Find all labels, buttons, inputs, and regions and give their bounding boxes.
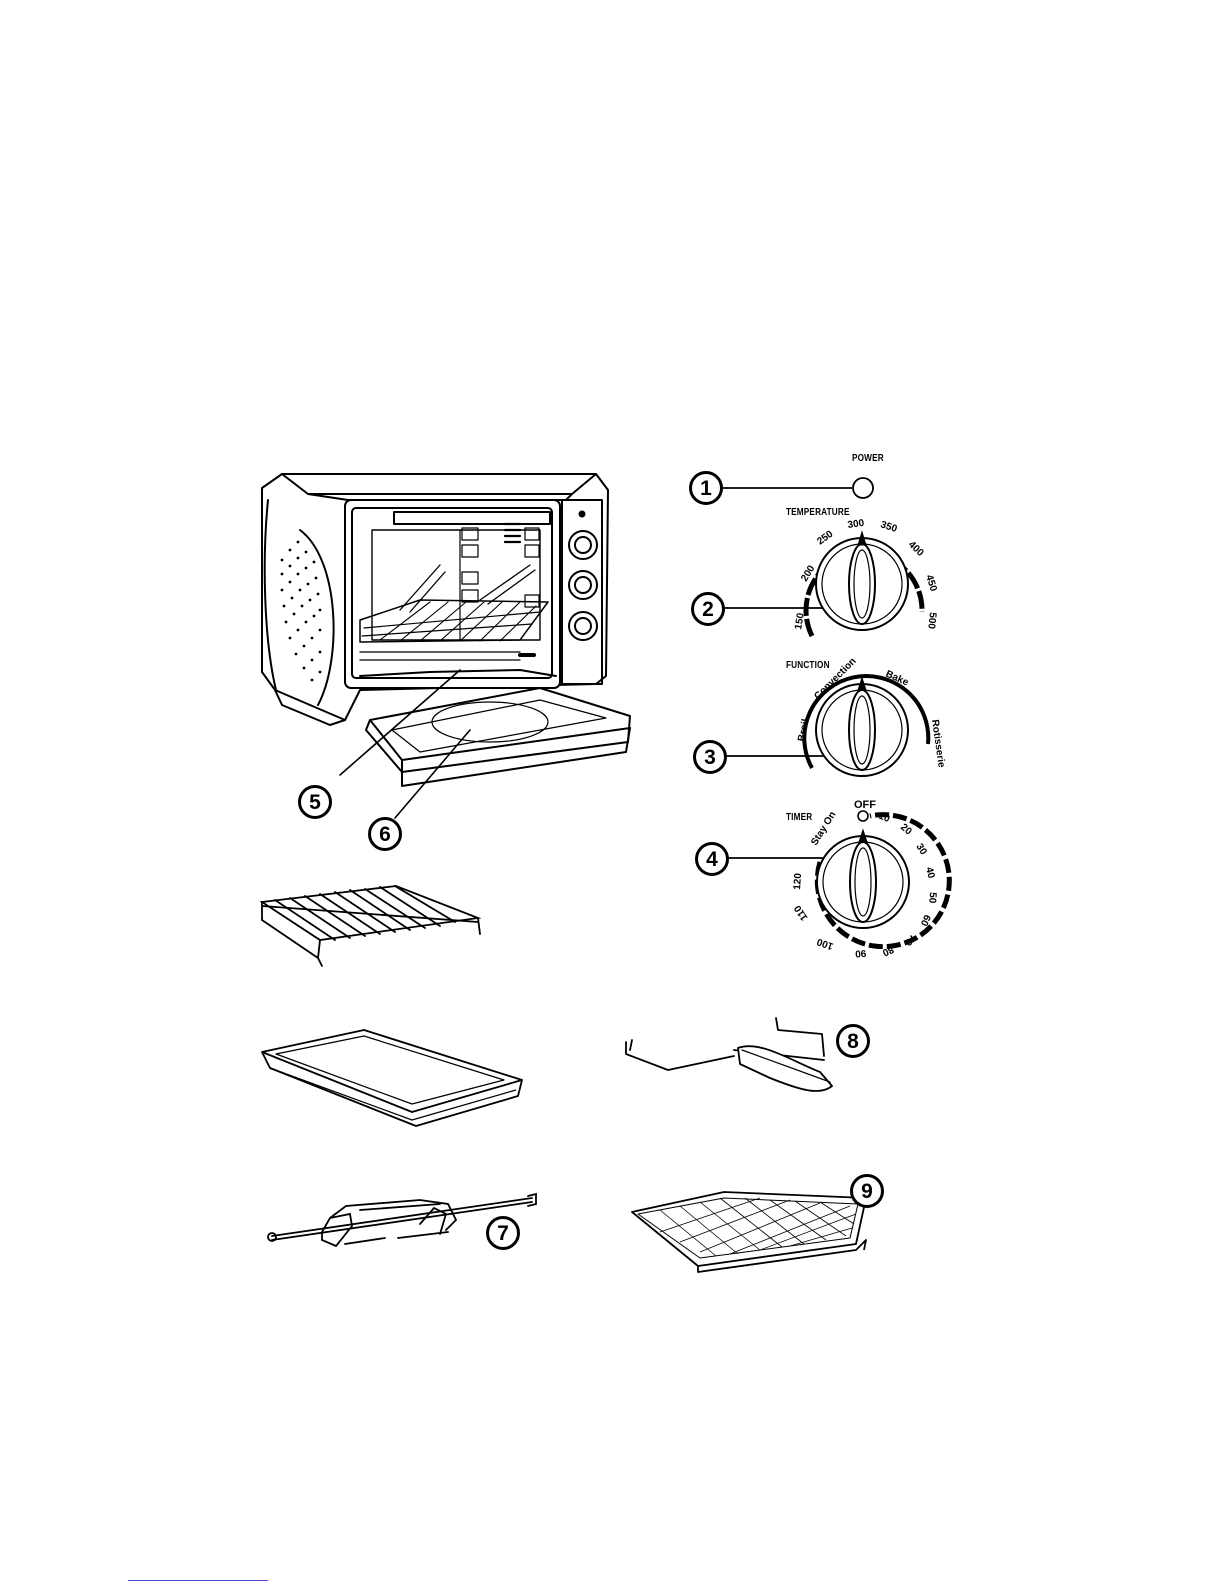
temp-tick-250: 250 [815, 528, 835, 547]
temperature-dial [806, 532, 922, 636]
timer-dial [817, 811, 949, 947]
temperature-label: TEMPERATURE [786, 507, 850, 518]
callout-7: 7 [486, 1216, 520, 1250]
temp-tick-300: 300 [847, 518, 865, 531]
timer-tick-40: 40 [923, 866, 936, 880]
baking-pan-illustration [262, 1030, 522, 1126]
callout-5: 5 [298, 785, 332, 819]
timer-tick-stay-on: Stay On [809, 810, 838, 848]
wire-rack-illustration [262, 886, 480, 966]
temp-tick-400: 400 [906, 539, 926, 559]
callout-2: 2 [691, 592, 725, 626]
callout-8: 8 [836, 1024, 870, 1058]
timer-tick-10: 10 [877, 811, 892, 826]
power-light [853, 478, 873, 498]
temp-tick-350: 350 [879, 519, 899, 535]
power-label: POWER [852, 453, 884, 464]
timer-tick-110: 110 [792, 903, 810, 923]
timer-tick-120: 120 [792, 872, 804, 890]
timer-tick-30: 30 [913, 842, 928, 858]
timer-off-label: OFF [854, 799, 876, 811]
timer-tick-20: 20 [898, 822, 914, 838]
callout-1: 1 [689, 471, 723, 505]
timer-label: TIMER [786, 812, 812, 823]
function-tick-rotisserie: Rotisserie [929, 719, 947, 769]
temp-tick-500: 500 [925, 612, 938, 630]
footer-rule [128, 1580, 268, 1581]
timer-tick-70: 70 [902, 932, 918, 948]
callout-9: 9 [850, 1174, 884, 1208]
function-tick-broil: Broil [796, 718, 812, 743]
timer-tick-90: 90 [854, 947, 866, 959]
callout-4: 4 [695, 842, 729, 876]
timer-tick-100: 100 [815, 935, 835, 951]
timer-tick-50: 50 [926, 892, 938, 904]
temp-tick-150: 150 [793, 612, 807, 631]
callout-6: 6 [368, 817, 402, 851]
temp-tick-450: 450 [923, 574, 939, 594]
function-label: FUNCTION [786, 660, 830, 671]
spit-handle-illustration [626, 1018, 832, 1091]
callout-3: 3 [693, 740, 727, 774]
